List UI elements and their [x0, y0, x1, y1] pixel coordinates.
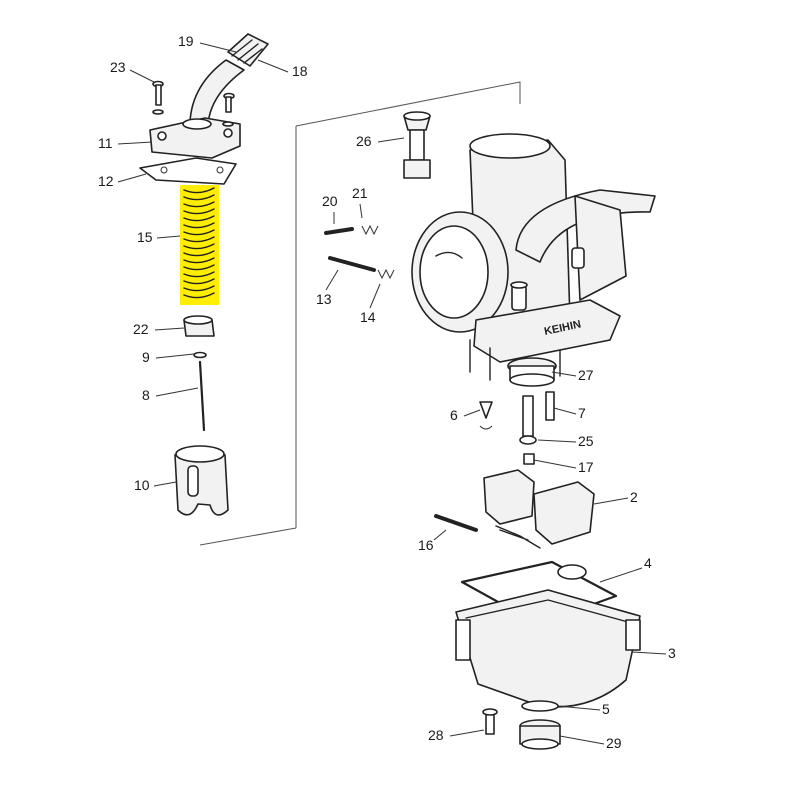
- leader-lines: [117, 42, 667, 745]
- leader-line: [593, 497, 629, 505]
- leader-line: [117, 173, 147, 183]
- callout-labels: 19 18 23 11 12 15 22 9 8 10 26 20 21 13 14 27 6 7 25 17 2 16 4…: [98, 33, 676, 751]
- cap-screw-part: [152, 80, 235, 127]
- callout-number: 4: [644, 555, 652, 571]
- callout-number: 6: [450, 407, 458, 423]
- jet-needle-part: [198, 360, 206, 432]
- drain-oring-part: [521, 700, 559, 712]
- carburetor-body-part: KEIHIN: [411, 133, 656, 381]
- callout-number: 29: [606, 735, 622, 751]
- leader-line: [449, 729, 485, 737]
- elbow-tube-part: [189, 59, 245, 126]
- callout-number: 3: [668, 645, 676, 661]
- leader-line: [129, 69, 155, 83]
- callout-number: 12: [98, 173, 114, 189]
- leader-line: [199, 42, 237, 53]
- float-pin-part: [434, 514, 478, 532]
- callout-number: 17: [578, 459, 594, 475]
- idle-screw-part: [328, 256, 395, 280]
- callout-number: 21: [352, 185, 368, 201]
- leader-line: [117, 141, 153, 145]
- callout-number: 15: [137, 229, 153, 245]
- leader-line: [559, 735, 605, 745]
- bowl-screw-part: [482, 708, 498, 735]
- leader-line: [325, 269, 339, 291]
- float-valve-part: [479, 401, 493, 430]
- leader-line: [155, 387, 199, 397]
- leader-line: [156, 235, 181, 239]
- leader-line: [433, 529, 447, 541]
- leader-line: [377, 137, 405, 143]
- callout-number: 27: [578, 367, 594, 383]
- callout-number: 20: [322, 193, 338, 209]
- leader-line: [154, 327, 185, 331]
- leader-line: [369, 283, 381, 309]
- callout-number: 18: [292, 63, 308, 79]
- callout-number: 28: [428, 727, 444, 743]
- throttle-slide-part: [174, 445, 229, 516]
- callout-number: 25: [578, 433, 594, 449]
- callout-number: 23: [110, 59, 126, 75]
- leader-line: [359, 203, 363, 219]
- top-adjuster-part: [403, 111, 431, 179]
- leader-line: [463, 409, 481, 417]
- callout-number: 14: [360, 309, 376, 325]
- leader-line: [155, 353, 195, 359]
- float-bowl-part: [455, 589, 641, 708]
- cap-gasket-part: [139, 157, 237, 185]
- callout-number: 9: [142, 349, 150, 365]
- leader-line: [553, 407, 577, 415]
- callout-number: 7: [578, 405, 586, 421]
- leader-line: [599, 567, 643, 583]
- needle-jet-part: [507, 357, 557, 387]
- callout-number: 13: [316, 291, 332, 307]
- callout-number: 2: [630, 489, 638, 505]
- float-part: [483, 469, 595, 549]
- leader-line: [153, 481, 177, 487]
- leader-line: [533, 459, 577, 469]
- leader-line: [631, 651, 667, 655]
- callout-number: 5: [602, 701, 610, 717]
- drain-plug-part: [519, 719, 561, 750]
- callout-number: 11: [98, 135, 113, 151]
- leader-line: [551, 371, 577, 377]
- callout-number: 19: [178, 33, 194, 49]
- callout-number: 10: [134, 477, 150, 493]
- callout-number: 22: [133, 321, 149, 337]
- needle-clip-part: [193, 351, 207, 359]
- spring-seat-part: [183, 315, 215, 337]
- assembly-frame: [199, 81, 521, 546]
- leader-line: [557, 705, 601, 711]
- pilot-screw-part: [324, 224, 379, 236]
- slide-spring-highlight: [180, 185, 219, 305]
- callout-number: 16: [418, 537, 434, 553]
- main-jet-part: [519, 391, 555, 465]
- callout-number: 8: [142, 387, 150, 403]
- top-cap-part: [149, 117, 241, 159]
- leader-line: [537, 439, 577, 443]
- leader-line: [257, 59, 289, 73]
- cable-boot-part: [227, 33, 269, 67]
- callout-number: 26: [356, 133, 372, 149]
